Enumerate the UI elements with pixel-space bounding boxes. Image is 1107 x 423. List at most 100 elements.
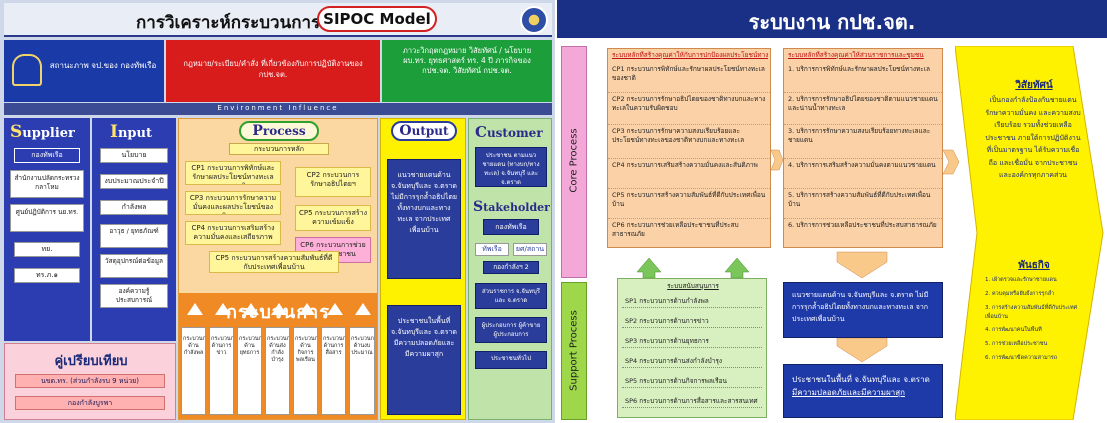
output-box: ประชาชนในพื้นที่ จ.จันทบุรีและ จ.ตราด มี… — [387, 305, 461, 415]
banner-agency-text: สถานะภาพ จป.ของ กองทัพเรือ — [49, 61, 157, 70]
benchmark-box: คู่เปรียบเทียบ นขต.ทร. (ส่วนกำลังรบ 9 หน… — [4, 343, 176, 420]
mission-item: 5. การช่วยเหลือประชาชน — [985, 341, 1048, 347]
core-system-1-heading: ระบบหลักที่สร้างคุณค่าให้กับการปกป้องผลป… — [612, 51, 768, 59]
process-box: CP5 กระบวนการสร้างความสัมพันธ์ที่ดีกับปร… — [209, 251, 339, 273]
input-heading: Input — [110, 122, 152, 142]
supplier-item: ศูนย์ปฏิบัติการ นย.ทร. — [10, 204, 84, 232]
vision-title: วิสัยทัศน์ — [1015, 80, 1053, 91]
support-system-item: SP2 กระบวนการด้านการข่าว — [622, 315, 762, 328]
system-panel: ระบบงาน กปช.จต. Core Process Support Pro… — [557, 0, 1107, 423]
support-item: กระบวนการด้านการข่าว — [209, 327, 234, 415]
up-arrow-icon — [355, 303, 371, 315]
system-header: ระบบงาน กปช.จต. — [557, 0, 1107, 38]
support-system-item: SP3 กระบวนการด้านยุทธการ — [622, 335, 762, 348]
support-item: กระบวนการด้านกิจการพลเรือน — [293, 327, 318, 415]
outcome-box-2: ประชาชนในพื้นที่ จ.จันทบุรีและ จ.ตราด มี… — [783, 364, 943, 418]
customer-box: ประชาชน ตามแนวชายแดน (ทางบก/ทางทะเล) จ.จ… — [475, 147, 547, 187]
core-system-1-item: CP4 กระบวนการเสริมสร้างความมั่นคงและสันต… — [608, 159, 770, 189]
environment-bar: Environment Influence — [4, 103, 552, 115]
input-item: กำลังพล — [100, 200, 168, 215]
sipoc-title: การวิเคราะห์กระบวนการ — [136, 13, 321, 33]
support-item: กระบวนการด้านยุทธการ — [237, 327, 262, 415]
core-system-2-item: 4. บริการการเสริมสร้างความมั่นคงตามแนวชา… — [784, 159, 942, 189]
process-heading: Process — [239, 121, 319, 141]
system-title: ระบบงาน กปช.จต. — [748, 10, 916, 34]
supplier-item: สำนักงานปลัดกระทรวงกลาโหม — [10, 170, 84, 198]
benchmark-title: คู่เปรียบเทียบ — [54, 354, 128, 369]
input-item: วัสดุอุปกรณ์ต่อข้อมูล — [100, 254, 168, 278]
mission-title: พันธกิจ — [1018, 260, 1050, 271]
banner-agency: สถานะภาพ จป.ของ กองทัพเรือ — [4, 40, 164, 102]
environment-label: Environment Influence — [217, 104, 339, 112]
support-system-item: SP6 กระบวนการด้านการสื่อสารและสารสนเทศ — [622, 395, 762, 408]
support-system-heading: ระบบสนับสนุนการ — [667, 282, 719, 290]
stakeholder-chip: ยศ/สถาน — [513, 243, 547, 256]
support-item: กระบวนการด้านกำลังพล — [181, 327, 206, 415]
input-item: นโยบาย — [100, 148, 168, 163]
banner-laws: กฎหมาย/ระเบียบ/คำสั่ง ที่เกี่ยวข้องกับกา… — [166, 40, 380, 102]
stakeholder-chip: ทัพเรือ — [475, 243, 509, 256]
core-system-2-heading: ระบบหลักที่สร้างคุณค่าให้ส่วนราชการและชุ… — [788, 51, 924, 59]
output-heading: Output — [391, 121, 457, 141]
up-arrow-icon — [299, 303, 315, 315]
support-system: ระบบสนับสนุนการ SP1 กระบวนการด้านกำลังพล… — [617, 278, 767, 418]
mission-item: 2. ควบคุมหรือยับยั้งการรุกล้ำ — [985, 291, 1055, 297]
process-column: Process กระบวนการหลัก CP1 กระบวนการพิทัก… — [178, 118, 378, 420]
support-item: กระบวนการด้านส่งกำลังบำรุง — [265, 327, 290, 415]
core-system-1-item: CP6 กระบวนการช่วยเหลือประชาชนที่ประสบสาธ… — [612, 221, 739, 238]
up-arrow-icon — [271, 303, 287, 315]
anchor-emblem-icon — [12, 54, 42, 86]
stakeholder-chip: กองกำลังฯ 2 — [483, 261, 539, 274]
stakeholder-item: ประชาชนทั่วไป — [475, 351, 547, 369]
right-chevron-icon — [770, 149, 784, 171]
core-system-2-item: 6. บริการการช่วยเหลือประชาชนที่ประสบสาธา… — [788, 221, 937, 229]
navy-emblem-icon — [520, 6, 548, 34]
outcome-2-emphasis: มีความปลอดภัยและมีความผาสุก — [792, 388, 905, 397]
outcome-2-text: ประชาชนในพื้นที่ จ.จันทบุรีและ จ.ตราด — [792, 375, 930, 384]
sipoc-panel: การวิเคราะห์กระบวนการ SIPOC Model สถานะภ… — [0, 0, 555, 423]
output-column: Output แนวชายแดนด้าน จ.จันทบุรีและ จ.ตรา… — [380, 118, 466, 420]
banner-strategy-text: ภาวะวิกฤตกฎหมาย วิสัยทัศน์ / นโยบาย ผบ.ท… — [402, 46, 532, 75]
process-box: CP5 กระบวนการสร้างความเข้มแข็ง — [295, 205, 371, 231]
core-system-2-item: 2. บริการการรักษาอธิปไตยของชาติตามแนวชาย… — [784, 93, 942, 125]
stakeholder-item: ผู้ประกอบการ ผู้ค้าขาย ผู้ประกอบการ — [475, 317, 547, 343]
core-system-2-item: 3. บริการการรักษาความสงบเรียบร้อยทางทะเล… — [784, 125, 942, 159]
up-arrow-icon — [327, 303, 343, 315]
mission-item: 4. การพัฒนาคนในพื้นที่ — [985, 327, 1042, 333]
up-arrow-icon — [243, 303, 259, 315]
core-system-2: ระบบหลักที่สร้างคุณค่าให้ส่วนราชการและชุ… — [783, 48, 943, 248]
output-box: แนวชายแดนด้าน จ.จันทบุรีและ จ.ตราด ไม่มี… — [387, 159, 461, 279]
support-system-item: SP4 กระบวนการด้านส่งกำลังบำรุง — [622, 355, 762, 368]
vision-arrow-shape — [955, 46, 1104, 420]
stakeholder-main: กองทัพเรือ — [483, 219, 539, 235]
stakeholder-item: ส่วนราชการ จ.จันทบุรี และ จ.ตราด — [475, 283, 547, 309]
customer-column: Customer ประชาชน ตามแนวชายแดน (ทางบก/ทาง… — [468, 118, 552, 420]
benchmark-item: กองกำลังบูรพา — [15, 396, 165, 410]
banner-laws-text: กฎหมาย/ระเบียบ/คำสั่ง ที่เกี่ยวข้องกับกา… — [183, 59, 363, 79]
core-system-1-item: CP3 กระบวนการรักษาความสงบเรียบร้อยและประ… — [608, 125, 770, 159]
stakeholder-heading: Stakeholder — [473, 199, 550, 215]
input-item: องค์ความรู้ ประสบการณ์ — [100, 284, 168, 308]
outcome-box-1: แนวชายแดนด้าน จ.จันทบุรีและ จ.ตราด ไม่มี… — [783, 282, 943, 338]
mission-item: 3. การสร้างความสัมพันธ์ที่ดีกับประเทศเพื… — [985, 305, 1078, 320]
flow-arrows — [636, 149, 960, 363]
mission-item: 1. เฝ้าตรวจและรักษาชายแดน — [985, 277, 1057, 283]
support-item: กระบวนการด้านงบประมาณ — [349, 327, 375, 415]
input-column: Input นโยบาย งบประมาณประจำปี กำลังพล อาว… — [92, 118, 176, 341]
mission-item: 6. การพัฒนาขีดความสามารถ — [985, 355, 1058, 361]
supplier-item: ทร.ภ.๑ — [14, 268, 80, 283]
banner-strategy: ภาวะวิกฤตกฎหมาย วิสัยทัศน์ / นโยบาย ผบ.ท… — [382, 40, 552, 102]
core-system-2-item: 1. บริการการพิทักษ์และรักษาผลประโยชน์ทาง… — [784, 63, 942, 93]
core-system-1-item: CP2 กระบวนการรักษาอธิปไตยของชาติทางบกและ… — [608, 93, 770, 125]
core-system-1: ระบบหลักที่สร้างคุณค่าให้กับการปกป้องผลป… — [607, 48, 771, 248]
process-box: CP2 กระบวนการรักษาอธิปไตยฯ — [295, 167, 371, 197]
supplier-item: กองทัพเรือ — [14, 148, 80, 163]
sipoc-title-badge: SIPOC Model — [317, 6, 437, 32]
supplier-item: ทย. — [14, 242, 80, 257]
core-system-1-item: CP5 กระบวนการสร้างความสัมพันธ์ที่ดีกับปร… — [608, 189, 770, 219]
input-item: อาวุธ / ยุทธภัณฑ์ — [100, 224, 168, 248]
support-system-item: SP5 กระบวนการด้านกิจการพลเรือน — [622, 375, 762, 388]
down-chevron-icon — [836, 251, 888, 279]
support-label-bar: Support Process — [561, 282, 587, 420]
customer-heading: Customer — [475, 123, 543, 141]
